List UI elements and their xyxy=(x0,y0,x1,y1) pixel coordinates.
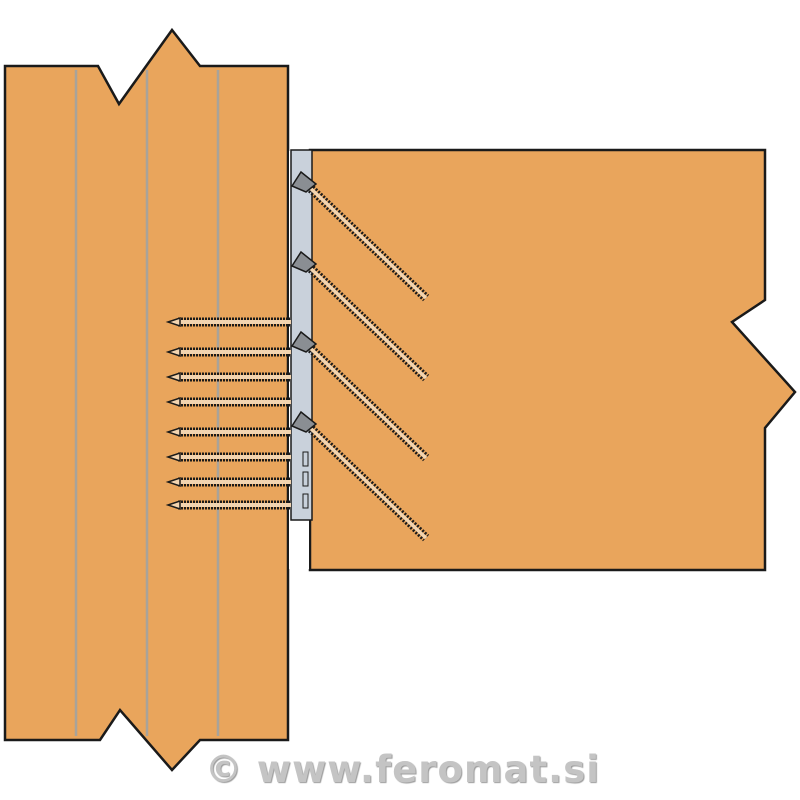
angled-screw xyxy=(290,330,430,462)
plate-slot xyxy=(302,451,309,467)
screws-group xyxy=(290,170,430,542)
watermark: © www.feromat.si xyxy=(205,748,600,791)
nail xyxy=(165,499,291,511)
nail xyxy=(165,451,291,463)
angled-screw xyxy=(290,410,430,542)
horizontal-beam xyxy=(308,148,797,572)
nail xyxy=(165,316,291,328)
nail xyxy=(165,396,291,408)
plate-slot xyxy=(302,493,309,509)
nail xyxy=(165,426,291,438)
nails-group xyxy=(165,316,291,511)
angled-screw xyxy=(290,250,430,382)
angled-screw xyxy=(290,170,430,302)
nail xyxy=(165,346,291,358)
plate-slot xyxy=(302,471,309,487)
nail xyxy=(165,371,291,383)
nail xyxy=(165,476,291,488)
